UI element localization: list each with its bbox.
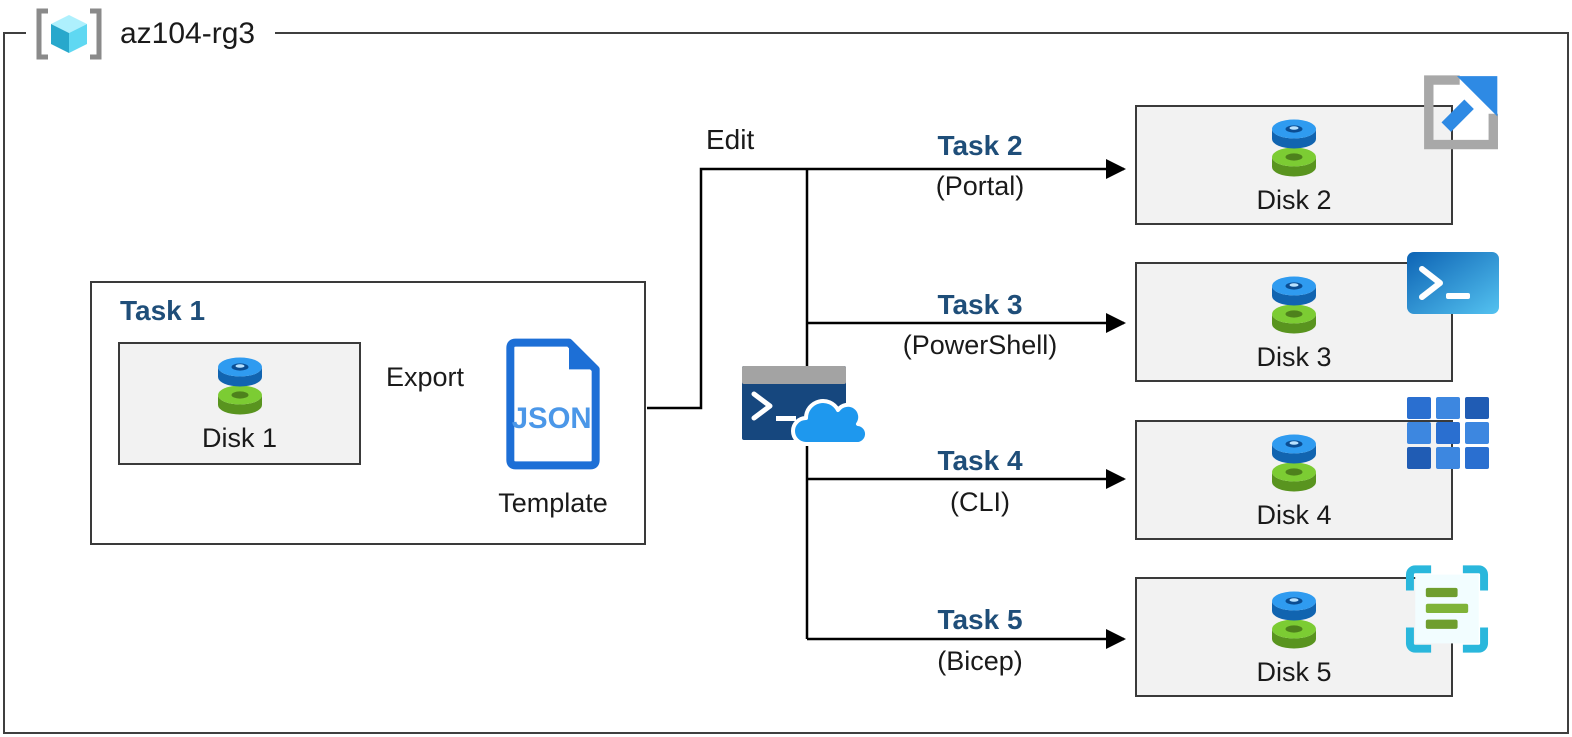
azure-portal-icon [1424,75,1498,150]
portal-bracket [1424,75,1498,150]
terminal-titlebar [742,366,846,384]
terminal-prompt-underscore [776,416,796,421]
bracket-left [36,8,48,60]
disk3-box: Disk 3 [1135,262,1453,382]
cube-right [69,24,87,53]
template-line-1 [1425,587,1458,598]
bicep-template-icon [1405,565,1489,653]
bracket-right [90,8,102,60]
disk-icon [1272,434,1316,491]
template-corner-bl [1405,627,1432,653]
disk4-label: Disk 4 [1256,499,1332,530]
template-label: Template [498,488,608,518]
resource-group-icon [36,8,102,60]
disk2-label: Disk 2 [1256,184,1332,215]
edit-label: Edit [706,124,755,155]
folded-corner [569,342,596,370]
disk5-label: Disk 5 [1256,656,1332,687]
powershell-window [1407,252,1499,314]
cloud-shape [791,399,868,447]
template-corner-tl [1405,565,1432,591]
portal-arrow-shaft [1441,99,1474,132]
task2-label: Task 2 [937,130,1023,161]
cloud-shell-icon [742,366,868,447]
disk-icon [1272,276,1316,333]
disk-icon [1272,119,1316,176]
resource-group-frame [3,32,1569,734]
disk-icon [1272,591,1316,648]
cli-grid-icon [1407,397,1489,469]
task3-label: Task 3 [937,289,1023,320]
powershell-icon [1407,252,1499,314]
disk3-label: Disk 3 [1256,341,1332,372]
task1-title: Task 1 [120,295,206,326]
resource-group-name: az104-rg3 [120,17,256,50]
disk-icon [217,357,262,415]
template-line-2 [1425,603,1469,613]
document-outline [506,338,600,470]
disk2-box: Disk 2 [1135,105,1453,225]
disk1-label: Disk 1 [201,423,277,453]
template-line-3 [1425,619,1458,629]
disk5-box: Disk 5 [1135,577,1453,697]
task5-label: Task 5 [937,604,1023,635]
powershell-prompt-underscore [1446,293,1470,299]
export-label: Export [385,362,465,392]
task2-method-label: (Portal) [935,171,1025,201]
task4-method-label: (CLI) [950,487,1010,517]
resource-group-label: az104-rg3 [26,5,276,63]
cube-left [51,24,69,53]
disk1-box: Disk 1 [118,342,361,465]
json-template-icon: JSON [506,338,600,470]
json-doc-text: JSON [512,402,592,435]
template-corner-tr [1462,565,1489,591]
template-corner-br [1462,627,1489,653]
disk4-box: Disk 4 [1135,420,1453,540]
task5-method-label: (Bicep) [937,646,1023,676]
task4-label: Task 4 [937,445,1023,476]
portal-arrow-head [1457,76,1498,117]
task3-method-label: (PowerShell) [902,330,1058,360]
powershell-prompt-chevron [1419,266,1443,300]
